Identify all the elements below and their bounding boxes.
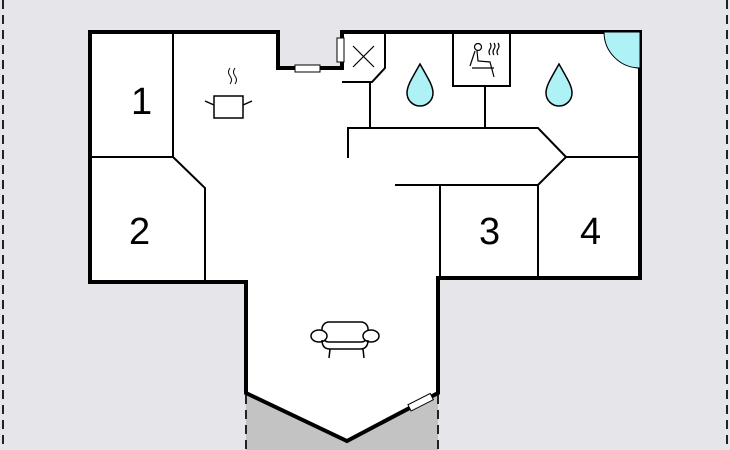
- door-swing: [603, 31, 641, 69]
- window: [407, 392, 435, 412]
- kitchen-pot-icon: [204, 67, 253, 119]
- bathroom-drop-icon: [545, 62, 573, 107]
- installation-cross-icon: [352, 45, 375, 68]
- interior-walls: [90, 31, 640, 282]
- terrace: [246, 393, 438, 450]
- sauna-icon: [469, 42, 500, 78]
- room-label-3: 3: [479, 211, 500, 253]
- sofa-icon: [310, 321, 380, 359]
- window: [294, 64, 321, 73]
- room-label-2: 2: [129, 211, 150, 253]
- room-label-1: 1: [131, 81, 152, 123]
- window: [336, 37, 345, 63]
- bathroom-drop-icon: [406, 62, 434, 107]
- room-label-4: 4: [580, 211, 601, 253]
